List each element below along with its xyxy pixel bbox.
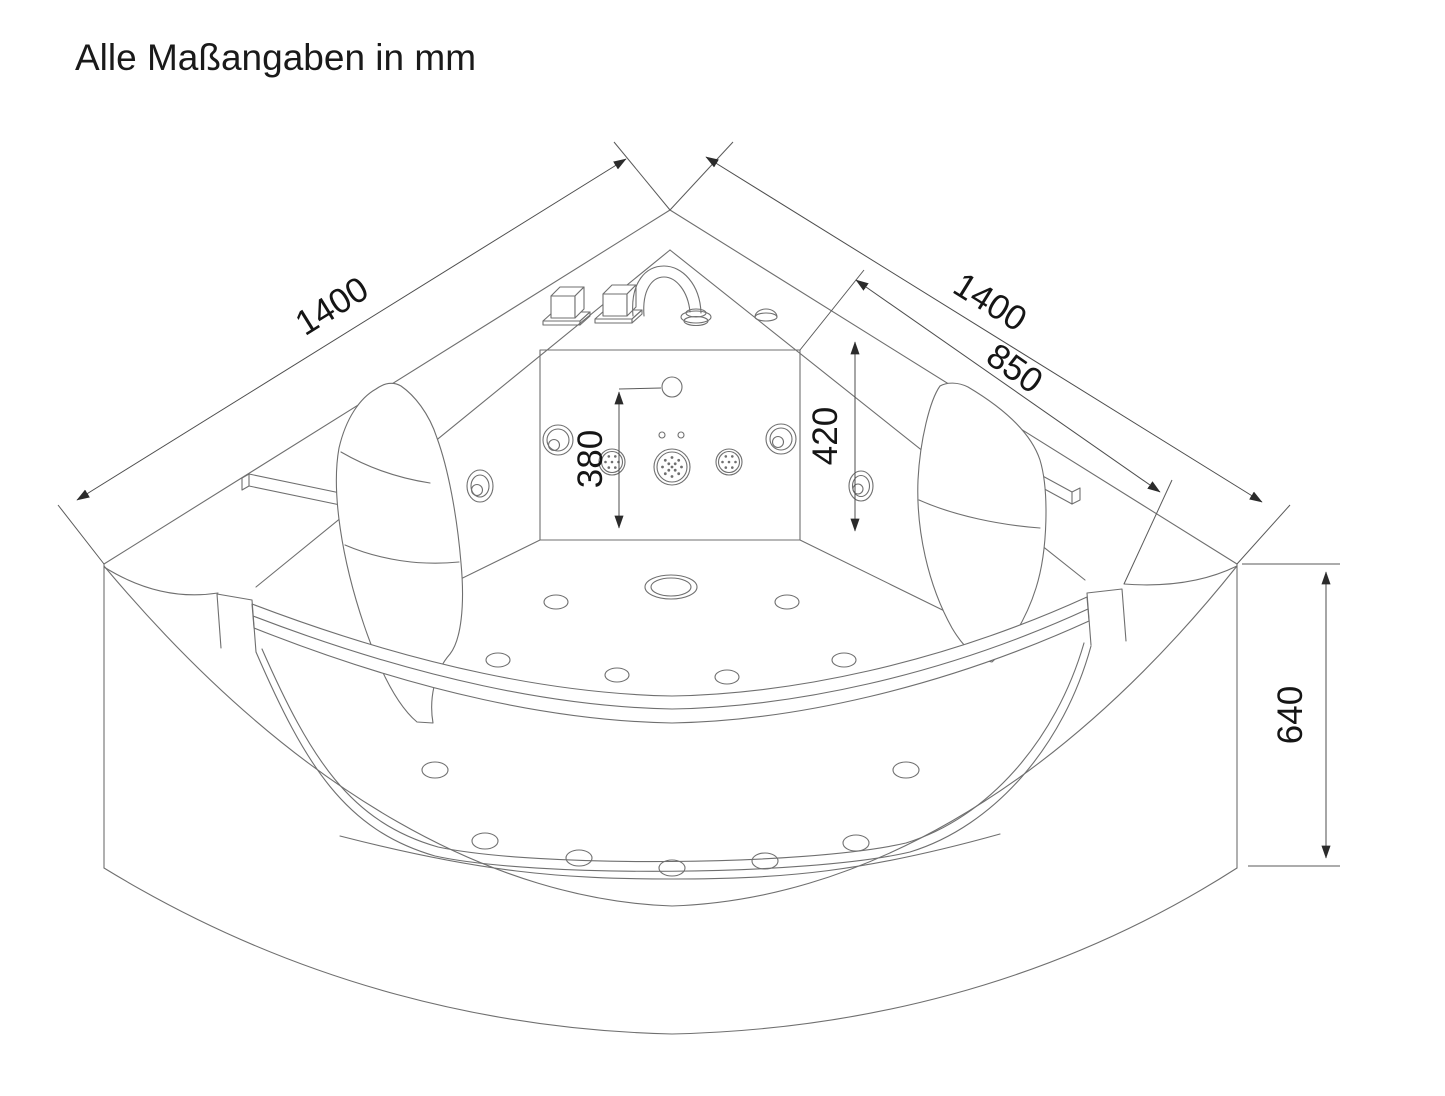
floor-jet — [831, 652, 857, 668]
floor-jet — [471, 832, 499, 850]
floor-jet — [892, 761, 920, 779]
floor-jet — [658, 859, 686, 877]
drawing-title: Alle Maßangaben in mm — [75, 37, 476, 78]
panel-jet-perforated-right — [715, 448, 743, 476]
dimension-back-jet-offset: 380 — [571, 387, 662, 529]
floor-jet — [565, 849, 593, 867]
floor-jet — [751, 852, 779, 870]
floor-jet — [604, 667, 630, 683]
floor-jet — [842, 834, 870, 852]
grab-bar-edge — [252, 608, 1089, 710]
spout-collar — [685, 308, 707, 318]
spout — [632, 265, 712, 327]
spout-arch-outer — [632, 265, 702, 317]
rod-end-cap — [1071, 487, 1081, 505]
headrest-left-crease — [344, 544, 460, 564]
dimension-label-420: 420 — [806, 407, 845, 465]
handle-cube-front — [602, 293, 628, 317]
floor-jets — [421, 594, 920, 877]
floor-jet — [421, 761, 449, 779]
headrest-rod-left — [241, 473, 346, 507]
grab-bar-notch-left — [216, 593, 257, 653]
lip-inner-curve — [261, 642, 1085, 863]
faucet-handle-left — [542, 286, 591, 326]
floor-corner-right-line — [799, 539, 968, 623]
dimension-label-850: 850 — [979, 336, 1049, 401]
spout-arch-inner — [643, 276, 691, 317]
floor-jet — [774, 594, 800, 610]
button-base — [754, 312, 778, 322]
rim-inner-edge-right-corner — [1123, 565, 1238, 586]
wall-jet-right — [848, 470, 874, 502]
dimension-line — [855, 279, 1161, 493]
lip-outer-curve — [255, 645, 1092, 872]
floor-jet — [485, 652, 511, 668]
front-rim-outer-curve — [103, 565, 1238, 907]
handle-cube-front — [550, 295, 576, 319]
extension-line — [1123, 479, 1173, 585]
headrest-right-fold — [918, 499, 1041, 529]
dimension-label-right-1400: 1400 — [947, 265, 1034, 339]
dimension-line — [76, 158, 627, 501]
floor-jet — [543, 594, 569, 610]
apron-bottom-curve — [103, 867, 1238, 1035]
back-top-jet — [661, 376, 683, 398]
dimension-back-panel-height: 420 — [806, 341, 860, 532]
panel-jet-right-round — [765, 423, 797, 455]
basin-lip — [255, 642, 1092, 872]
headrest-right — [917, 382, 1047, 663]
rim-inner-edge-left-corner — [103, 566, 219, 596]
connector-line — [618, 387, 662, 390]
floor-jet — [714, 669, 740, 685]
dimension-label-left-1400: 1400 — [289, 269, 376, 343]
wall-jet-left — [466, 469, 494, 503]
deck-button — [754, 308, 778, 322]
extension-line — [799, 269, 865, 351]
pilot-hole-left — [658, 431, 666, 439]
drain — [644, 574, 698, 600]
panel-jet-perforated-center — [653, 448, 691, 486]
extension-line — [1236, 504, 1291, 565]
extension-line — [613, 141, 671, 211]
spout-base-ring — [683, 315, 709, 327]
front-rim-inner-curve — [339, 833, 1001, 880]
dimension-label-640: 640 — [1271, 686, 1310, 744]
dimension-tub-height: 640 — [1242, 563, 1340, 867]
panel-jet-left-round — [542, 424, 574, 456]
dimension-label-380: 380 — [571, 430, 610, 488]
pilot-hole-right — [677, 431, 685, 439]
extension-line — [669, 141, 734, 211]
grab-bar — [216, 588, 1127, 724]
headrest-right-sheet — [917, 382, 1047, 663]
grab-bar-notch-right — [1086, 588, 1127, 646]
extension-line — [57, 504, 105, 565]
